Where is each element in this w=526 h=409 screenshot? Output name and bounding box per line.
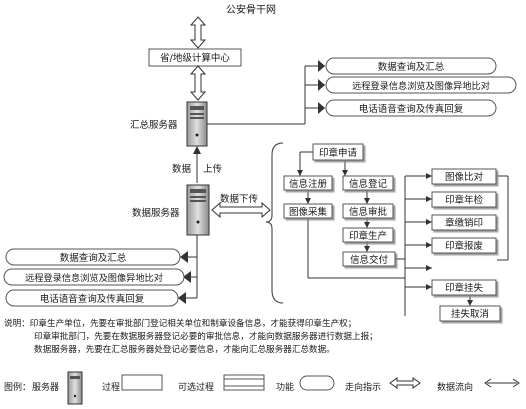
legend-function-label: 功能: [276, 383, 295, 393]
notes-section: 说明：印章生产单位，先要在审批部门登记相关单位和制章设备信息，才能获得印章生产权…: [4, 318, 522, 357]
function-label: 印章挂失: [445, 282, 484, 294]
top-service-1: 数据查询及汇总: [325, 57, 497, 75]
function-label: 章缴销印: [445, 217, 483, 229]
notes-text-2: 印章审批部门，先要在数据服务器登记必要的审批信息，才能向数据服务器进行数据上报；: [34, 332, 378, 342]
top-service-3-label: 电话语音查询及传真回复: [359, 103, 464, 115]
function-cancel-loss: 挂失取消: [439, 305, 501, 322]
left-service-1: 数据查询及汇总: [5, 248, 181, 266]
top-service-2: 远程登录信息浏览及图像异地比对: [325, 76, 517, 94]
legend-process-label: 过程: [102, 383, 121, 393]
notes-line-1: 说明：印章生产单位，先要在审批部门登记相关单位和制章设备信息，才能获得印章生产权…: [4, 318, 522, 331]
function-label: 印章报废: [445, 240, 484, 252]
process-info-review: 信息审批: [342, 203, 394, 219]
legend-server-label: 服务器: [32, 383, 60, 393]
function-report-loss: 印章挂失: [431, 279, 497, 296]
process-info-delivery-label: 信息交付: [350, 254, 389, 266]
process-info-register-label: 信息登记: [349, 178, 388, 190]
function-cancel-seal: 章缴销印: [431, 214, 497, 231]
process-image-capture: 图像采集: [283, 203, 333, 219]
left-service-3: 电话语音查询及传真回复: [5, 289, 179, 307]
legend-function-icon: [299, 375, 335, 391]
data-server-icon: [186, 184, 210, 236]
function-label: 图像比对: [445, 171, 484, 183]
computing-center-box: 省/地级计算中心: [148, 48, 242, 67]
bidirectional-arrow-network: [189, 16, 207, 49]
network-title: 公安骨干网: [226, 3, 276, 16]
left-service-1-label: 数据查询及汇总: [60, 252, 127, 264]
legend-optional-process-label: 可选过程: [178, 383, 215, 393]
left-service-2: 远程登录信息浏览及图像异地比对: [3, 268, 185, 286]
edge-label-download: 数据下传: [220, 193, 259, 205]
notes-text-3: 数据服务器，先要在汇总服务器处登记必要信息，才能向汇总服务器汇总数据。: [34, 345, 335, 355]
function-annual-check: 印章年检: [431, 191, 497, 208]
legend-process-icon: [121, 374, 163, 391]
top-service-3: 电话语音查询及传真回复: [325, 99, 497, 117]
process-info-register: 信息登记: [342, 175, 394, 191]
legend-section: 图例： 服务器 过程 可选过程 功能 走向指示 数据流向: [4, 366, 522, 406]
notes-text-1: 印章生产单位，先要在审批部门登记相关单位和制章设备信息，才能获得印章生产权；: [29, 319, 357, 329]
process-info-review-label: 信息审批: [349, 206, 388, 218]
bidirectional-arrow-center: [189, 65, 207, 101]
top-service-1-label: 数据查询及汇总: [378, 61, 445, 73]
function-image-compare: 图像比对: [431, 168, 497, 185]
legend-label: 图例：: [4, 383, 32, 393]
edge-label-upload: 上传: [203, 163, 223, 175]
process-image-capture-label: 图像采集: [289, 206, 328, 218]
legend-direction-icon: [389, 377, 421, 389]
legend-direction-label: 走向指示: [345, 383, 382, 393]
function-scrap: 印章报废: [431, 237, 497, 254]
top-service-2-label: 远程登录信息浏览及图像异地比对: [352, 80, 490, 92]
data-download-arrow: [211, 201, 271, 219]
process-seal-production-label: 印章生产: [349, 230, 387, 242]
process-connectors: [297, 151, 509, 316]
function-label: 挂失取消: [451, 308, 489, 320]
legend-data-flow-icon: [484, 378, 520, 388]
process-register-info-label: 信息注册: [289, 178, 328, 190]
left-service-2-label: 远程登录信息浏览及图像异地比对: [25, 272, 163, 284]
legend-data-flow-label: 数据流向: [437, 383, 474, 393]
process-apply: 印章申请: [312, 143, 364, 161]
process-apply-label: 印章申请: [319, 147, 358, 159]
legend-server-icon: [67, 371, 83, 405]
left-services-connector: [178, 235, 198, 304]
edge-label-data: 数据: [172, 163, 192, 175]
notes-label: 说明：: [4, 319, 30, 329]
process-info-delivery: 信息交付: [342, 251, 396, 267]
computing-center-label: 省/地级计算中心: [160, 52, 230, 64]
function-label: 印章年检: [445, 194, 484, 206]
process-brace: [265, 142, 284, 304]
top-services-connector: [207, 60, 325, 125]
summary-server-icon: [186, 101, 208, 147]
process-seal-production: 印章生产: [342, 227, 394, 243]
process-register-info: 信息注册: [283, 175, 333, 191]
data-upload-arrow: [193, 146, 201, 183]
legend-optional-process-icon: [223, 374, 265, 391]
data-server-label: 数据服务器: [132, 207, 180, 219]
summary-server-label: 汇总服务器: [130, 119, 178, 131]
left-service-3-label: 电话语音查询及传真回复: [40, 293, 145, 305]
